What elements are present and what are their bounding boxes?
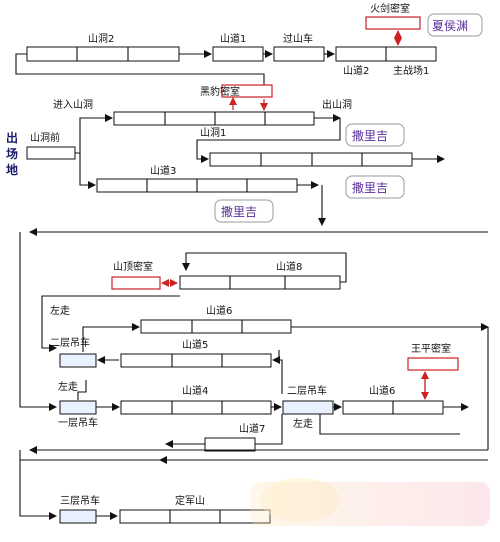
svg-text:撒里吉: 撒里吉 (221, 204, 257, 219)
room-shanding (111, 276, 161, 290)
tag-sima-1: 撒里吉 (345, 123, 405, 147)
segment-shandao8 (179, 275, 341, 290)
watermark-logo (250, 478, 490, 526)
label-chu: 出山洞 (322, 98, 352, 111)
label-yiceng: 一层吊车 (58, 416, 98, 429)
segment-shandao4 (120, 400, 272, 415)
segment-shandao1-top (212, 46, 264, 62)
label-shandao4: 山道4 (182, 384, 208, 397)
label-dingjunshan: 定军山 (175, 494, 205, 507)
room-wangping (407, 357, 459, 371)
label-shandao2-bottom: 山道2 (343, 64, 369, 77)
segment-shandongqian (26, 146, 76, 160)
room-heibao (221, 84, 273, 98)
label-jinru: 进入山洞 (53, 99, 93, 111)
label-shandao1-top: 山道1 (220, 32, 246, 45)
label-shandao6a: 山道6 (206, 304, 232, 317)
label-shandao8: 山道8 (276, 260, 302, 273)
label-huojian: 火剑密室 (370, 2, 410, 15)
svg-text:撒里吉: 撒里吉 (352, 128, 388, 143)
label-shanding: 山顶密室 (113, 260, 153, 273)
lift-erceng-2 (282, 400, 334, 415)
label-guoshanche: 过山车 (283, 32, 313, 45)
connector (15, 53, 265, 88)
lift-erceng-1 (59, 353, 97, 368)
label-erceng-1: 二层吊车 (50, 336, 90, 349)
segment-shandao2-top (26, 46, 180, 62)
label-shandongqian: 山洞前 (30, 131, 60, 144)
label-chuchangdi: 出 场 地 (6, 130, 18, 177)
label-zuozou-3: 左走 (293, 417, 313, 430)
segment-shandao6-lower (342, 400, 444, 415)
label-wangping: 王平密室 (411, 342, 451, 355)
segment-cave-top (113, 111, 315, 126)
label-shandao3: 山道3 (150, 164, 176, 177)
segment-shandong1 (209, 152, 413, 167)
label-heibao: 黑豹密室 (200, 85, 240, 98)
lift-yiceng (59, 400, 97, 415)
svg-text:撒里吉: 撒里吉 (352, 180, 388, 195)
tag-xiahou: 夏侯渊 (427, 13, 483, 37)
tag-sima-3: 撒里吉 (214, 199, 274, 223)
label-shandao2-top: 山洞2 (88, 33, 114, 45)
segment-dingjunshan (119, 509, 271, 524)
label-shandao6b: 山道6 (369, 384, 395, 397)
segment-shandao5 (120, 353, 272, 368)
segment-shandao7 (204, 437, 256, 452)
label-shandao5: 山道5 (182, 338, 208, 351)
segment-shandao6-upper (140, 319, 292, 334)
svg-text:地: 地 (6, 162, 18, 177)
label-erceng-2: 二层吊车 (287, 384, 327, 397)
label-zuozou-1: 左走 (50, 304, 70, 317)
svg-text:出: 出 (6, 130, 18, 145)
label-zuozou-2: 左走 (58, 380, 78, 393)
label-shandao7: 山道7 (239, 422, 265, 435)
svg-text:夏侯渊: 夏侯渊 (432, 19, 468, 33)
label-shandong1: 山洞1 (200, 127, 226, 139)
lift-sanceng (59, 509, 97, 524)
segment-guoshanche (273, 46, 325, 62)
room-huojian (365, 16, 421, 30)
label-zhuzhanchang: 主战场1 (393, 64, 429, 77)
svg-text:场: 场 (6, 147, 18, 161)
tag-sima-2: 撒里吉 (345, 175, 405, 199)
label-sanceng: 三层吊车 (60, 494, 100, 507)
segment-shandao2-zhuzhanchang (335, 46, 437, 62)
segment-shandao3 (96, 178, 298, 193)
